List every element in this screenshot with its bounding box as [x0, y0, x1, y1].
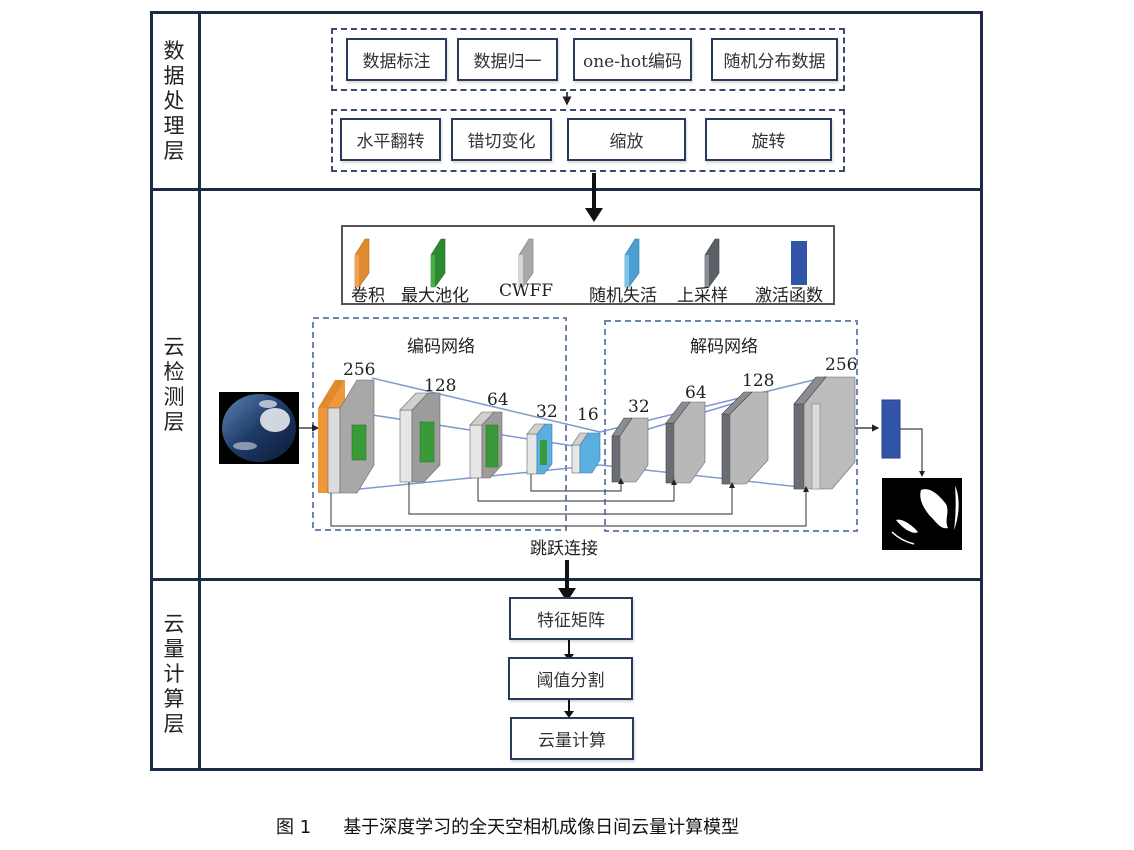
encoder-group [312, 317, 567, 531]
decoder-block-64 [665, 401, 706, 484]
figure-number: 图 1 [276, 817, 312, 838]
step-random-distribution: 随机分布数据 [711, 38, 838, 81]
legend-label-activation: 激活函数 [755, 286, 823, 306]
decoder-block-32 [611, 417, 649, 483]
encoder-block-64 [469, 411, 503, 479]
gray-cwff-slab-icon [518, 238, 534, 288]
legend-label-dropout: 随机失活 [589, 286, 657, 306]
decoder-block-256 [793, 376, 856, 490]
label-column-divider [198, 11, 201, 771]
label-char: 层 [163, 409, 185, 434]
channel-label: 32 [628, 397, 650, 417]
augmentation-group [331, 109, 845, 172]
arrowhead [558, 588, 576, 602]
step-data-labeling: 数据标注 [346, 38, 447, 81]
label-char: 处 [163, 88, 185, 113]
step-shear-transform: 错切变化 [451, 118, 552, 161]
figure-caption: 图 1 基于深度学习的全天空相机成像日间云量计算模型 [276, 813, 739, 839]
label-char: 量 [163, 637, 185, 661]
layer-divider [150, 188, 983, 191]
skip-arrowheads [618, 478, 809, 492]
green-pool-slab-icon [430, 238, 446, 288]
figure-title: 基于深度学习的全天空相机成像日间云量计算模型 [343, 817, 740, 838]
bottleneck-block-16 [571, 432, 601, 474]
output-cloud-mask [882, 478, 962, 550]
label-char: 据 [163, 63, 185, 88]
label-char: 计 [163, 662, 185, 686]
label-char: 理 [163, 113, 185, 138]
diagram-frame [150, 11, 983, 771]
label-char: 测 [163, 384, 185, 409]
step-feature-matrix: 特征矩阵 [509, 597, 633, 640]
arrowhead [919, 471, 925, 477]
legend-label-maxpool: 最大池化 [401, 286, 469, 306]
label-char: 云 [163, 334, 185, 359]
label-char: 层 [163, 712, 185, 736]
label-char: 检 [163, 359, 185, 384]
step-threshold-segmentation: 阈值分割 [508, 657, 633, 700]
activation-block [881, 399, 901, 459]
channel-label: 256 [825, 355, 858, 375]
legend: 卷积 最大池化 CWFF 随机失活 上采样 激活函数 [341, 225, 835, 306]
encoder-block-128 [399, 392, 441, 483]
arrowhead [564, 711, 574, 718]
layer-label-cloud-detection: 云 检 测 层 [150, 191, 198, 578]
label-char: 数 [163, 38, 185, 63]
channel-label: 64 [487, 390, 509, 410]
legend-icons [354, 238, 807, 288]
step-horizontal-flip: 水平翻转 [340, 118, 441, 161]
activation-bar-icon [791, 241, 807, 285]
input-sky-image [219, 392, 299, 464]
arrowhead [585, 208, 603, 222]
decoder-block-128 [721, 391, 769, 485]
decoder-title: 解码网络 [690, 337, 758, 357]
label-char: 算 [163, 687, 185, 711]
channel-label: 32 [536, 402, 558, 422]
encoder-title: 编码网络 [407, 337, 475, 357]
channel-label: 256 [343, 360, 376, 380]
to-output-arrow [900, 428, 923, 472]
encoder-block-256 [318, 379, 375, 494]
decoder-group [604, 320, 858, 532]
legend-label-conv: 卷积 [351, 286, 385, 306]
step-cloud-computation: 云量计算 [510, 717, 634, 760]
skip-connections [330, 474, 807, 527]
skip-connection-label: 跳跃连接 [530, 539, 598, 559]
step-one-hot-encoding: one-hot编码 [573, 38, 692, 81]
label-char: 层 [163, 138, 185, 163]
label-char: 云 [163, 612, 185, 636]
orange-conv-slab-icon [354, 238, 370, 288]
legend-label-upsample: 上采样 [677, 286, 728, 306]
channel-label: 16 [577, 405, 599, 425]
step-data-normalization: 数据归一 [457, 38, 558, 81]
encoder-block-32 [526, 423, 553, 475]
channel-label: 64 [685, 383, 707, 403]
channel-label: 128 [424, 376, 457, 396]
legend-label-cwff: CWFF [499, 281, 554, 301]
dark-upsample-slab-icon [704, 238, 720, 288]
step-scaling: 缩放 [567, 118, 686, 161]
blue-dropout-slab-icon [624, 238, 640, 288]
step-rotation: 旋转 [705, 118, 832, 161]
layer-label-data-processing: 数 据 处 理 层 [150, 14, 198, 188]
preprocess-group [331, 28, 845, 91]
layer-label-cloud-computation: 云 量 计 算 层 [150, 581, 198, 768]
channel-label: 128 [742, 371, 775, 391]
